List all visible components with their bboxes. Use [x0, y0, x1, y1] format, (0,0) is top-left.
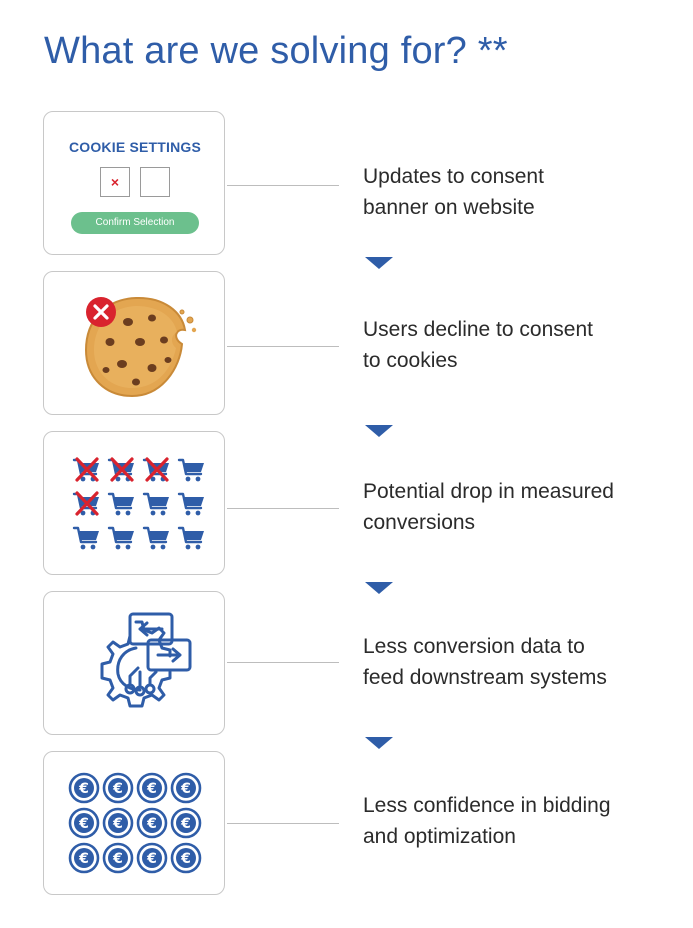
cart-icon — [107, 492, 134, 516]
down-arrow-icon — [365, 582, 393, 594]
connector-line-1 — [227, 185, 339, 186]
step-4-text: Less conversion data to feed downstream … — [363, 635, 607, 689]
cookie-settings-heading: COOKIE SETTINGS — [68, 139, 202, 155]
data-flow-gear-icon — [100, 612, 192, 708]
euro-symbol: € — [78, 781, 89, 797]
cart-icon — [142, 492, 169, 516]
cart-icon — [142, 457, 169, 482]
euro-symbol: € — [78, 851, 89, 867]
euro-coin-icon: € — [68, 807, 100, 839]
euro-symbol: € — [112, 781, 123, 797]
step-5-text: Less confidence in bidding and optimizat… — [363, 794, 611, 848]
euro-coin-icon: € — [136, 772, 168, 804]
down-arrow-icon — [365, 737, 393, 749]
consent-checkbox-empty — [140, 167, 170, 197]
connector-line-4 — [227, 662, 339, 663]
cart-icon — [177, 458, 204, 482]
cart-icon — [177, 526, 204, 550]
euro-coin-icon: € — [136, 807, 168, 839]
euro-symbol: € — [78, 816, 89, 832]
euro-symbol: € — [112, 851, 123, 867]
euro-coin-icon: € — [68, 842, 100, 874]
confirm-selection-button: Confirm Selection — [71, 212, 199, 234]
cart-icon — [107, 526, 134, 550]
cart-icon — [72, 526, 99, 550]
connector-line-3 — [227, 508, 339, 509]
step-2-image-box — [43, 271, 225, 415]
cart-icon — [177, 492, 204, 516]
euro-coin-icon: € — [170, 807, 202, 839]
euro-coin-icon: € — [102, 842, 134, 874]
down-arrow-icon — [365, 425, 393, 437]
euro-symbol: € — [146, 816, 157, 832]
euro-symbol: € — [180, 816, 191, 832]
down-arrow-icon — [365, 257, 393, 269]
euro-coin-icon: € — [136, 842, 168, 874]
euro-coin-icon: € — [102, 807, 134, 839]
euro-coins-icon: € € € € € € € € € € € € — [68, 772, 202, 874]
euro-coin-icon: € — [102, 772, 134, 804]
euro-symbol: € — [180, 851, 191, 867]
step-1-text: Updates to consent banner on website — [363, 165, 544, 219]
euro-symbol: € — [112, 816, 123, 832]
euro-coin-icon: € — [68, 772, 100, 804]
cart-icon — [72, 457, 99, 482]
step-1-image-box: COOKIE SETTINGS × Confirm Selection — [43, 111, 225, 255]
connector-line-5 — [227, 823, 339, 824]
step-4-image-box — [43, 591, 225, 735]
euro-symbol: € — [146, 781, 157, 797]
page-title: What are we solving for? ** — [44, 30, 508, 72]
euro-coin-icon: € — [170, 842, 202, 874]
shopping-carts-icon — [72, 457, 204, 550]
consent-checkbox-declined: × — [100, 167, 130, 197]
cart-icon — [142, 526, 169, 550]
declined-cookie-icon — [84, 296, 197, 398]
cart-icon — [72, 491, 99, 516]
step-2-text: Users decline to consent to cookies — [363, 318, 593, 372]
step-3-text: Potential drop in measured conversions — [363, 480, 614, 534]
euro-coin-icon: € — [170, 772, 202, 804]
step-3-image-box — [43, 431, 225, 575]
step-5-image-box: € € € € € € € € € € € € — [43, 751, 225, 895]
euro-symbol: € — [180, 781, 191, 797]
cart-icon — [107, 457, 134, 482]
euro-symbol: € — [146, 851, 157, 867]
connector-line-2 — [227, 346, 339, 347]
